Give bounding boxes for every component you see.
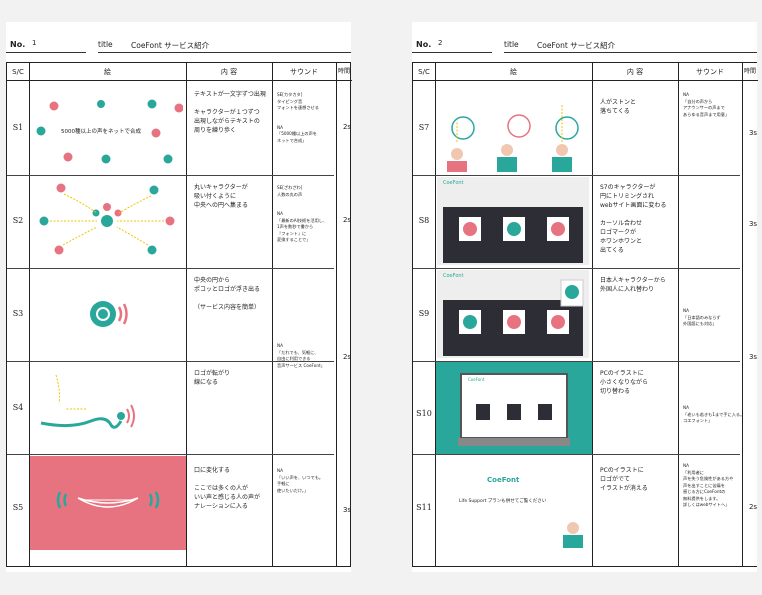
scene-content: テキストが一文字ずつ出現 キャラクターが１つずつ 出現しながらテキストの 周りを… bbox=[194, 91, 266, 134]
column-header-content: 内 容 bbox=[592, 63, 678, 81]
scene-number: S9 bbox=[418, 309, 430, 318]
scene-number: S3 bbox=[12, 309, 24, 318]
title-label: title bbox=[504, 40, 519, 49]
column-header-sc: S/C bbox=[7, 63, 29, 81]
divider bbox=[336, 63, 337, 566]
scene-number: S1 bbox=[12, 123, 24, 132]
column-header-sound: サウンド bbox=[678, 63, 742, 81]
scene-sound: NA 「老いも若きも1まで手に入る。 コエフォント」 bbox=[683, 405, 745, 423]
divider bbox=[272, 63, 273, 566]
divider bbox=[29, 63, 30, 566]
scene-time: 3s bbox=[342, 506, 352, 514]
divider bbox=[6, 52, 86, 53]
storyboard-sheet-1: No. 1 title CoeFont サービス紹介 S/C 絵 内 容 サウン… bbox=[6, 22, 352, 572]
scene-time: 2s bbox=[342, 123, 352, 131]
scene-illustration bbox=[31, 270, 183, 358]
divider bbox=[435, 63, 436, 566]
scene-content: 日本人キャラクターから 外国人に入れ替わり bbox=[600, 277, 666, 293]
divider bbox=[98, 52, 351, 53]
scene-sound: SE[ざわざわ] 人数の丸の声 NA 「最新のAI技術を活用し、 1声を数秒で書… bbox=[277, 185, 328, 242]
scene-sound: NA 「自分の声から アナウンサーの声まで あらゆる音声まで用意」 bbox=[683, 92, 730, 117]
scene-sound: NA 「いい声を、いつでも。 手軽に 使いたいだけ。」 bbox=[277, 468, 324, 493]
scene-time: 2s bbox=[748, 503, 758, 511]
sheet-header: No. 1 title CoeFont サービス紹介 bbox=[6, 39, 351, 54]
scene-time: 3s bbox=[748, 129, 758, 137]
storyboard-table: S/C 絵 内 容 サウンド 時間 S7 人がストンと 落ちて bbox=[412, 62, 758, 567]
title-value: CoeFont サービス紹介 bbox=[131, 41, 210, 50]
divider bbox=[412, 52, 492, 53]
column-header-time: 時間 bbox=[336, 63, 352, 81]
row-divider bbox=[7, 361, 334, 362]
storyboard-sheet-2: No. 2 title CoeFont サービス紹介 S/C 絵 内 容 サウン… bbox=[412, 22, 758, 572]
scene-illustration bbox=[31, 177, 183, 265]
scene-sound: NA 「だれでも、気軽に、 自由に利用できる 音声サービス CoeFont」 bbox=[277, 343, 325, 368]
divider bbox=[742, 63, 743, 566]
column-header-picture: 絵 bbox=[435, 63, 592, 81]
column-header-content: 内 容 bbox=[186, 63, 272, 81]
scene-number: S11 bbox=[416, 503, 432, 512]
divider bbox=[186, 63, 187, 566]
scene-illustration: CoeFont Life Support プランも併せてご覧ください bbox=[437, 456, 589, 548]
scene-number: S4 bbox=[12, 403, 24, 412]
column-header-picture: 絵 bbox=[29, 63, 186, 81]
scene-number: S2 bbox=[12, 216, 24, 225]
divider bbox=[592, 63, 593, 566]
scene-sound: NA 「日本語のみならず 外国語にも対応」 bbox=[683, 308, 721, 326]
scene-number: S10 bbox=[416, 409, 432, 418]
sheet-header: No. 2 title CoeFont サービス紹介 bbox=[412, 39, 757, 54]
scene-sound: NA 「利用者に 声を失う危険性がある方や 声を出すことに苦痛を 感じる方にCo… bbox=[683, 463, 734, 507]
scene-illustration: CoeFont bbox=[436, 362, 592, 454]
scene-illustration bbox=[31, 363, 183, 451]
column-header-sc: S/C bbox=[413, 63, 435, 81]
scene-number: S7 bbox=[418, 123, 430, 132]
scene-sound: SE[カタカタ] タイピング音 フォントを連想させる NA 「5000種以上の声… bbox=[277, 92, 319, 143]
row-divider bbox=[413, 268, 740, 269]
scene-time: 2s bbox=[342, 353, 352, 361]
row-divider bbox=[413, 454, 740, 455]
scene-illustration: 5000種以上の声をネットで合成 bbox=[31, 84, 183, 172]
row-divider bbox=[7, 454, 334, 455]
row-divider bbox=[7, 175, 334, 176]
scene-illustration bbox=[30, 456, 186, 550]
scene-number: S8 bbox=[418, 216, 430, 225]
title-value: CoeFont サービス紹介 bbox=[537, 41, 616, 50]
column-header-time: 時間 bbox=[742, 63, 758, 81]
row-divider bbox=[413, 361, 740, 362]
scene-time: 3s bbox=[748, 220, 758, 228]
scene-content: 中央の円から ポコッとロゴが浮き出る （サービス内容を簡単） bbox=[194, 277, 261, 311]
divider bbox=[678, 63, 679, 566]
scene-content: 人がストンと 落ちてくる bbox=[600, 99, 637, 115]
scene-caption: 5000種以上の声をネットで合成 bbox=[61, 129, 141, 135]
scene-time: 2s bbox=[342, 216, 352, 224]
scene-content: 丸いキャラクターが 吸い付くように 中央への円へ集まる bbox=[194, 184, 249, 209]
number-label: No. bbox=[10, 40, 26, 49]
scene-content: S7のキャラクターが 円にトリミングされ webサイト画面に変わる カーソル合わ… bbox=[600, 184, 667, 254]
number-label: No. bbox=[416, 40, 432, 49]
scene-content: 口に変化する ここでは多くの人が いい声と感じる人の声が ナレーションに入る bbox=[194, 467, 261, 510]
scene-content: PCのイラストに 小さくなりながら 切り替わる bbox=[600, 370, 649, 395]
brand-logo: CoeFont bbox=[443, 180, 464, 186]
row-divider bbox=[7, 268, 334, 269]
title-label: title bbox=[98, 40, 113, 49]
scene-content: ロゴが転がり 線になる bbox=[194, 370, 231, 386]
divider bbox=[504, 52, 757, 53]
scene-illustration: CoeFont bbox=[437, 270, 589, 358]
brand-logo: CoeFont bbox=[487, 476, 520, 484]
storyboard-table: S/C 絵 内 容 サウンド 時間 S1 5000種以上の声をネットで合成 テキ… bbox=[6, 62, 352, 567]
scene-illustration: CoeFont bbox=[437, 177, 589, 265]
brand-logo: CoeFont bbox=[443, 273, 464, 279]
scene-illustration bbox=[437, 84, 589, 172]
scene-content: PCのイラストに ロゴがでて イラストが消える bbox=[600, 467, 648, 492]
scene-time: 3s bbox=[748, 353, 758, 361]
number-value: 1 bbox=[32, 39, 37, 47]
number-value: 2 bbox=[438, 39, 443, 47]
scene-number: S5 bbox=[12, 503, 24, 512]
scene-caption: Life Support プランも併せてご覧ください bbox=[459, 499, 547, 504]
column-header-sound: サウンド bbox=[272, 63, 336, 81]
row-divider bbox=[413, 175, 740, 176]
pc-logo: CoeFont bbox=[468, 377, 485, 382]
